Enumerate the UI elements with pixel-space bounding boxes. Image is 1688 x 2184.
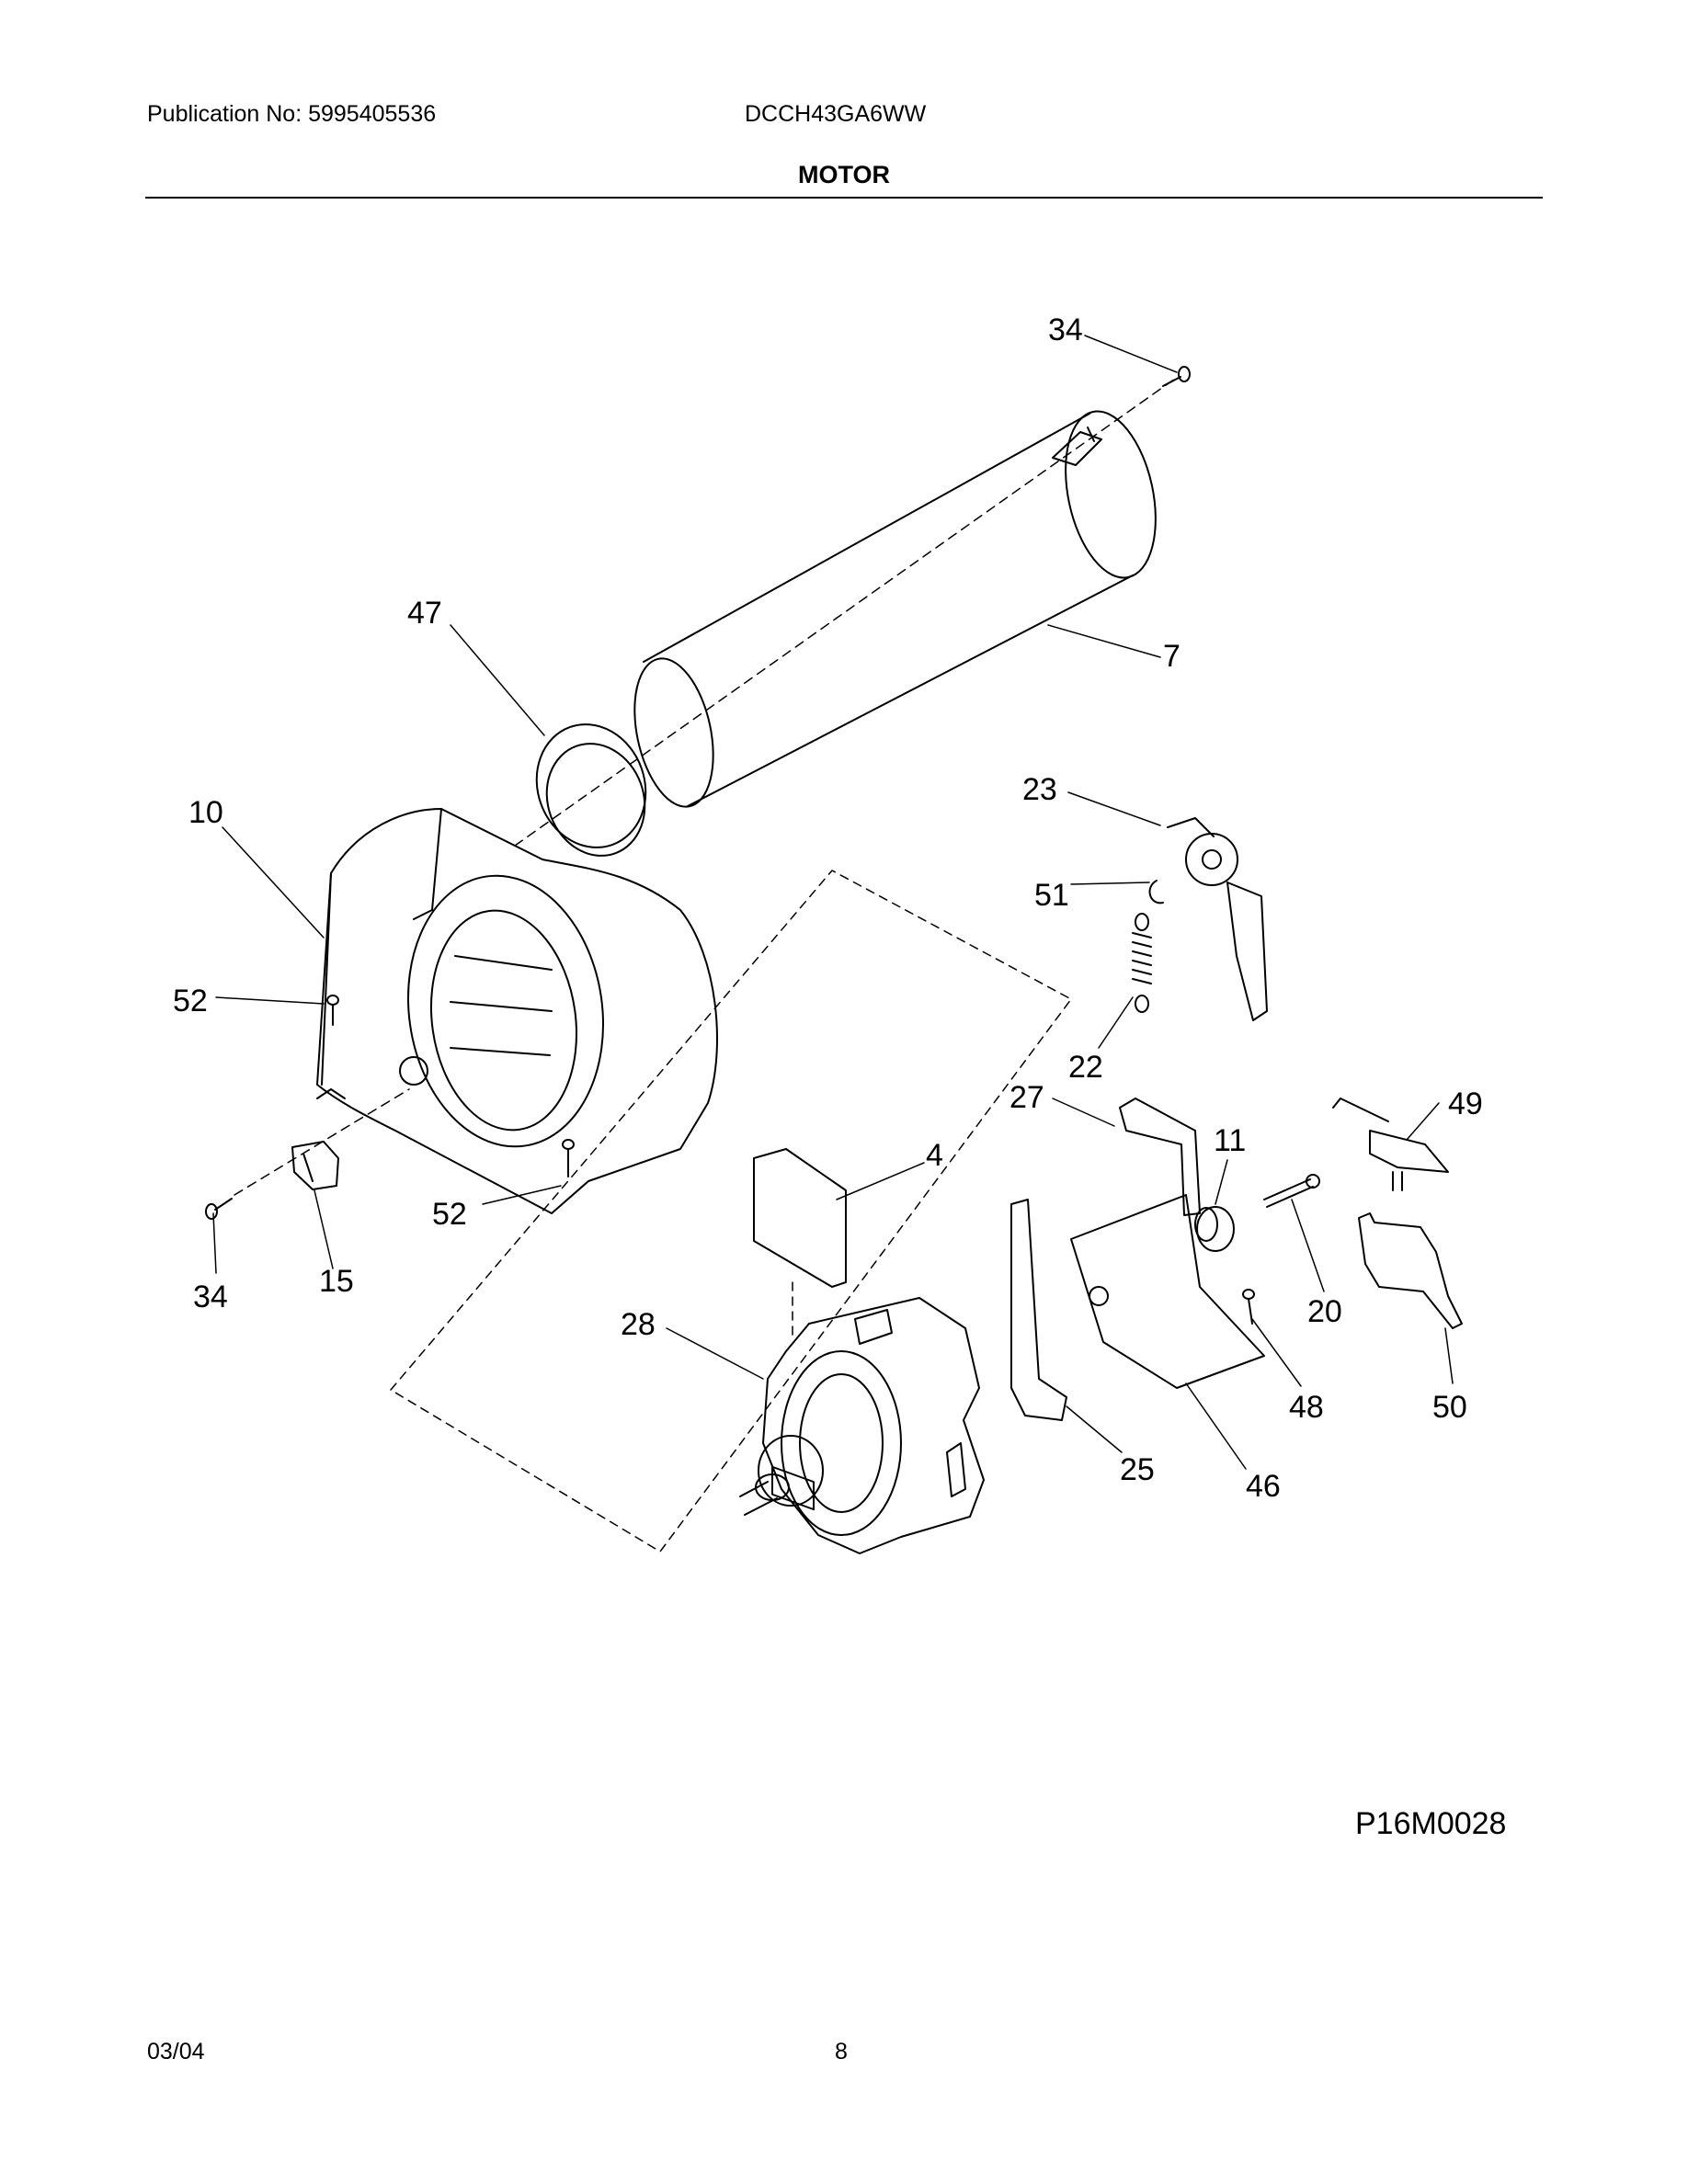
microswitch-part xyxy=(1332,1098,1449,1191)
callout-52-lower: 52 xyxy=(432,1197,467,1232)
callout-46: 46 xyxy=(1246,1469,1281,1504)
exhaust-duct-part xyxy=(633,410,1157,808)
callout-4: 4 xyxy=(926,1138,943,1173)
callout-34-top: 34 xyxy=(1048,313,1083,347)
callout-48: 48 xyxy=(1289,1390,1324,1425)
callout-22: 22 xyxy=(1068,1050,1103,1085)
callout-51: 51 xyxy=(1034,878,1069,913)
screw-34-lower-part xyxy=(205,1198,233,1220)
page-number: 8 xyxy=(835,2039,848,2065)
callout-52-upper: 52 xyxy=(173,984,208,1018)
motor-mount-part xyxy=(1070,1194,1265,1389)
switch-bracket-part xyxy=(1358,1212,1463,1329)
blower-housing-part xyxy=(316,808,718,1214)
idler-pulley-arm-part xyxy=(1167,817,1268,1021)
retaining-clip-part xyxy=(1148,880,1164,904)
blower-seal-ring-part xyxy=(535,723,647,857)
callout-34-lower: 34 xyxy=(193,1280,228,1314)
diagram-code: P16M0028 xyxy=(1355,1806,1507,1841)
header-rule xyxy=(145,197,1543,199)
callout-11: 11 xyxy=(1214,1123,1246,1158)
screw-34-top-part xyxy=(1162,366,1191,387)
page-title: MOTOR xyxy=(798,161,890,188)
publication-number: Publication No: 5995405536 xyxy=(147,101,437,127)
pulley-bracket-part xyxy=(1119,1098,1201,1216)
motor-mount-bracket-part xyxy=(753,1148,847,1511)
centrifugal-switch-part xyxy=(291,1141,339,1190)
callout-15: 15 xyxy=(319,1264,354,1299)
footer-date: 03/04 xyxy=(147,2039,205,2065)
callout-28: 28 xyxy=(621,1307,656,1342)
idler-pulley-part xyxy=(1194,1206,1235,1252)
idler-shaft-part xyxy=(1263,1174,1320,1208)
screw-52-lower-part xyxy=(562,1139,575,1177)
callout-10: 10 xyxy=(188,795,223,830)
callout-25: 25 xyxy=(1120,1452,1155,1487)
screw-48-part xyxy=(1242,1289,1255,1325)
callout-20: 20 xyxy=(1307,1294,1342,1329)
model-number: DCCH43GA6WW xyxy=(745,101,927,127)
drive-belt-part xyxy=(1010,1199,1067,1421)
callout-50: 50 xyxy=(1432,1390,1467,1425)
callout-23: 23 xyxy=(1022,772,1057,807)
callout-7: 7 xyxy=(1163,639,1180,674)
callout-47: 47 xyxy=(407,596,442,631)
idler-spring-part xyxy=(1132,913,1152,1013)
callout-27: 27 xyxy=(1009,1080,1044,1115)
callout-49: 49 xyxy=(1448,1086,1483,1121)
screw-52-upper-part xyxy=(326,995,339,1026)
drive-motor-part xyxy=(739,1297,985,1554)
